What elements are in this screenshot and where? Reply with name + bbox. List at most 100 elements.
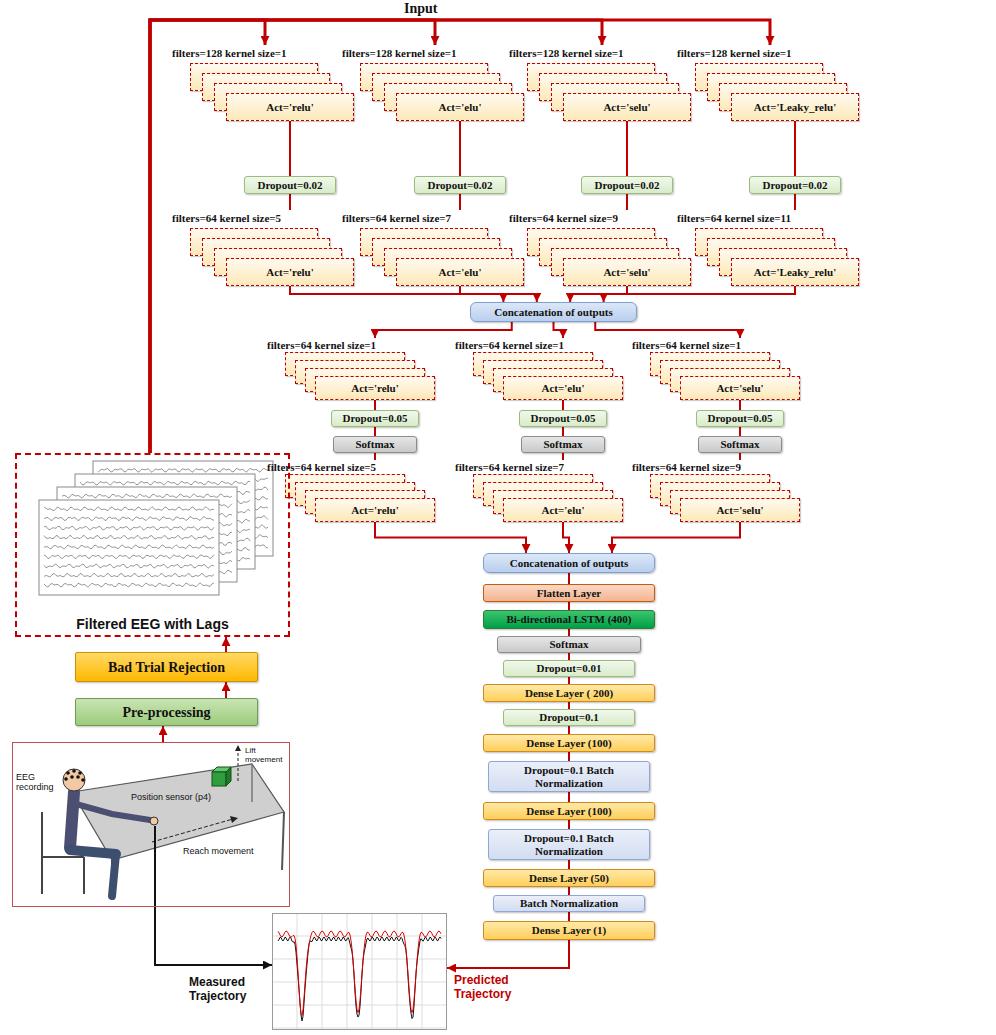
layer-label: Concatenation of outputs — [510, 557, 629, 570]
connector-arrow — [568, 677, 570, 684]
lstm-box: Bi-directional LSTM (400) — [483, 610, 655, 629]
front-filter-map: Act='relu' — [226, 93, 354, 121]
grid-line — [272, 936, 447, 937]
layer-label: Dropout=0.02 — [257, 179, 322, 192]
layer-heading: filters=128 kernel size=1 — [509, 47, 624, 60]
eeg-trace-panels — [39, 461, 273, 595]
conv-layer-stack: filters=128 kernel size=1Act='relu' — [170, 45, 360, 125]
eeg-trace — [44, 545, 214, 549]
layer-heading: filters=64 kernel size=11 — [677, 212, 791, 225]
front-filter-map: Act='elu' — [396, 258, 524, 286]
process-box: Bad Trial Rejection — [75, 652, 258, 682]
connector-arrow — [289, 194, 291, 210]
conv-layer-stack: filters=128 kernel size=1Act='selu' — [507, 45, 697, 125]
eeg-trace — [44, 516, 214, 520]
eeg-electrode — [78, 771, 82, 775]
activation-label: Act='selu' — [603, 101, 650, 113]
dropout-box: Dropout=0.02 — [749, 176, 841, 194]
table-leg — [282, 812, 284, 870]
connector-arrow — [568, 629, 570, 636]
layer-label: Dense Layer (100) — [526, 737, 611, 750]
layer-heading: filters=128 kernel size=1 — [677, 47, 792, 60]
activation-label: Act='elu' — [542, 504, 585, 516]
activation-label: Act='selu' — [716, 504, 763, 516]
lift-arrowhead — [235, 745, 241, 751]
connector-arrow — [595, 322, 740, 338]
eeg-trace — [44, 573, 214, 577]
layer-label: Dropout=0.05 — [707, 412, 772, 425]
illustration-label: Position sensor (p4) — [131, 793, 221, 803]
front-filter-map: Act='selu' — [563, 258, 691, 286]
person-torso — [70, 792, 74, 848]
connector-arrow — [374, 400, 376, 410]
front-filter-map: Act='Leaky_relu' — [731, 93, 859, 121]
green-cube — [212, 772, 226, 786]
activation-label: Act='relu' — [266, 266, 314, 278]
dense-box: Dense Layer ( 200) — [483, 684, 655, 702]
grid-line — [397, 913, 398, 1030]
conv-layer-stack: filters=64 kernel size=1Act='selu' — [630, 338, 800, 402]
lift-arrow — [238, 748, 239, 782]
connector-arrow — [568, 752, 570, 761]
connector-arrow — [794, 194, 796, 210]
conv-layer-stack: filters=64 kernel size=5Act='relu' — [265, 460, 435, 524]
dropout-box: Dropout=0.1 — [503, 709, 635, 726]
front-filter-map: Act='selu' — [680, 498, 800, 522]
connector-arrow — [459, 121, 461, 176]
connector-arrow — [563, 522, 569, 553]
connector-arrow — [562, 400, 564, 410]
softmax-box: Softmax — [698, 436, 782, 453]
grid-line — [272, 959, 447, 960]
activation-label: Act='selu' — [716, 382, 763, 394]
activation-label: Act='elu' — [439, 266, 482, 278]
connector-arrow — [225, 682, 227, 698]
trajectory-label: Measured Trajectory — [189, 976, 265, 1004]
layer-label: Softmax — [549, 638, 588, 651]
chair-seat — [42, 856, 84, 858]
eeg-trace — [44, 507, 214, 511]
connector-arrow — [626, 121, 628, 176]
connector-arrow — [155, 907, 272, 965]
reach-arrow — [152, 819, 233, 842]
layer-label: Dense Layer (1) — [532, 924, 606, 937]
dropout-box: Dropout=0.02 — [244, 176, 336, 194]
layer-label: Pre-processing — [122, 706, 210, 719]
conv-layer-stack: filters=64 kernel size=9Act='selu' — [507, 210, 697, 290]
connector-arrow — [568, 726, 570, 734]
predicted-trace — [278, 931, 441, 1016]
layer-heading: filters=64 kernel size=1 — [455, 339, 564, 352]
layer-label: Dense Layer (100) — [526, 805, 611, 818]
eeg-electrode — [81, 778, 85, 782]
trajectory-label: Predicted Trajectory — [454, 974, 530, 1002]
dense-box: Dense Layer (100) — [483, 802, 655, 820]
layer-label: Bad Trial Rejection — [108, 661, 225, 674]
connector-arrow — [568, 912, 570, 921]
layer-label: Dense Layer ( 200) — [525, 687, 613, 700]
connector-arrow — [604, 286, 795, 302]
layer-heading: filters=128 kernel size=1 — [342, 47, 457, 60]
layer-label: Softmax — [355, 438, 394, 451]
connector-arrow — [739, 453, 741, 460]
conv-layer-stack: filters=128 kernel size=1Act='elu' — [340, 45, 530, 125]
connector-arrow — [568, 820, 570, 829]
eeg-trace — [80, 481, 250, 485]
layer-heading: filters=64 kernel size=1 — [632, 339, 741, 352]
person-hand — [150, 817, 158, 825]
layer-label: Dropout=0.02 — [594, 179, 659, 192]
conv-layer-stack: filters=64 kernel size=9Act='selu' — [630, 460, 800, 524]
eeg-electrode — [72, 769, 76, 773]
front-filter-map: Act='elu' — [396, 93, 524, 121]
person-arm — [76, 804, 150, 820]
connector-arrow — [612, 522, 740, 553]
front-filter-map: Act='Leaky_relu' — [731, 258, 859, 286]
trajectory-plot-drawing — [272, 913, 447, 1030]
person-thigh — [70, 850, 116, 854]
connector-arrow — [225, 637, 227, 652]
connector-arrow — [568, 792, 570, 802]
eeg-trace — [44, 535, 214, 539]
front-filter-map: Act='selu' — [563, 93, 691, 121]
front-filter-map: Act='elu' — [503, 376, 623, 400]
front-filter-map: Act='relu' — [315, 498, 435, 522]
connector-arrow — [568, 602, 570, 610]
concat-box: Concatenation of outputs — [470, 302, 637, 322]
